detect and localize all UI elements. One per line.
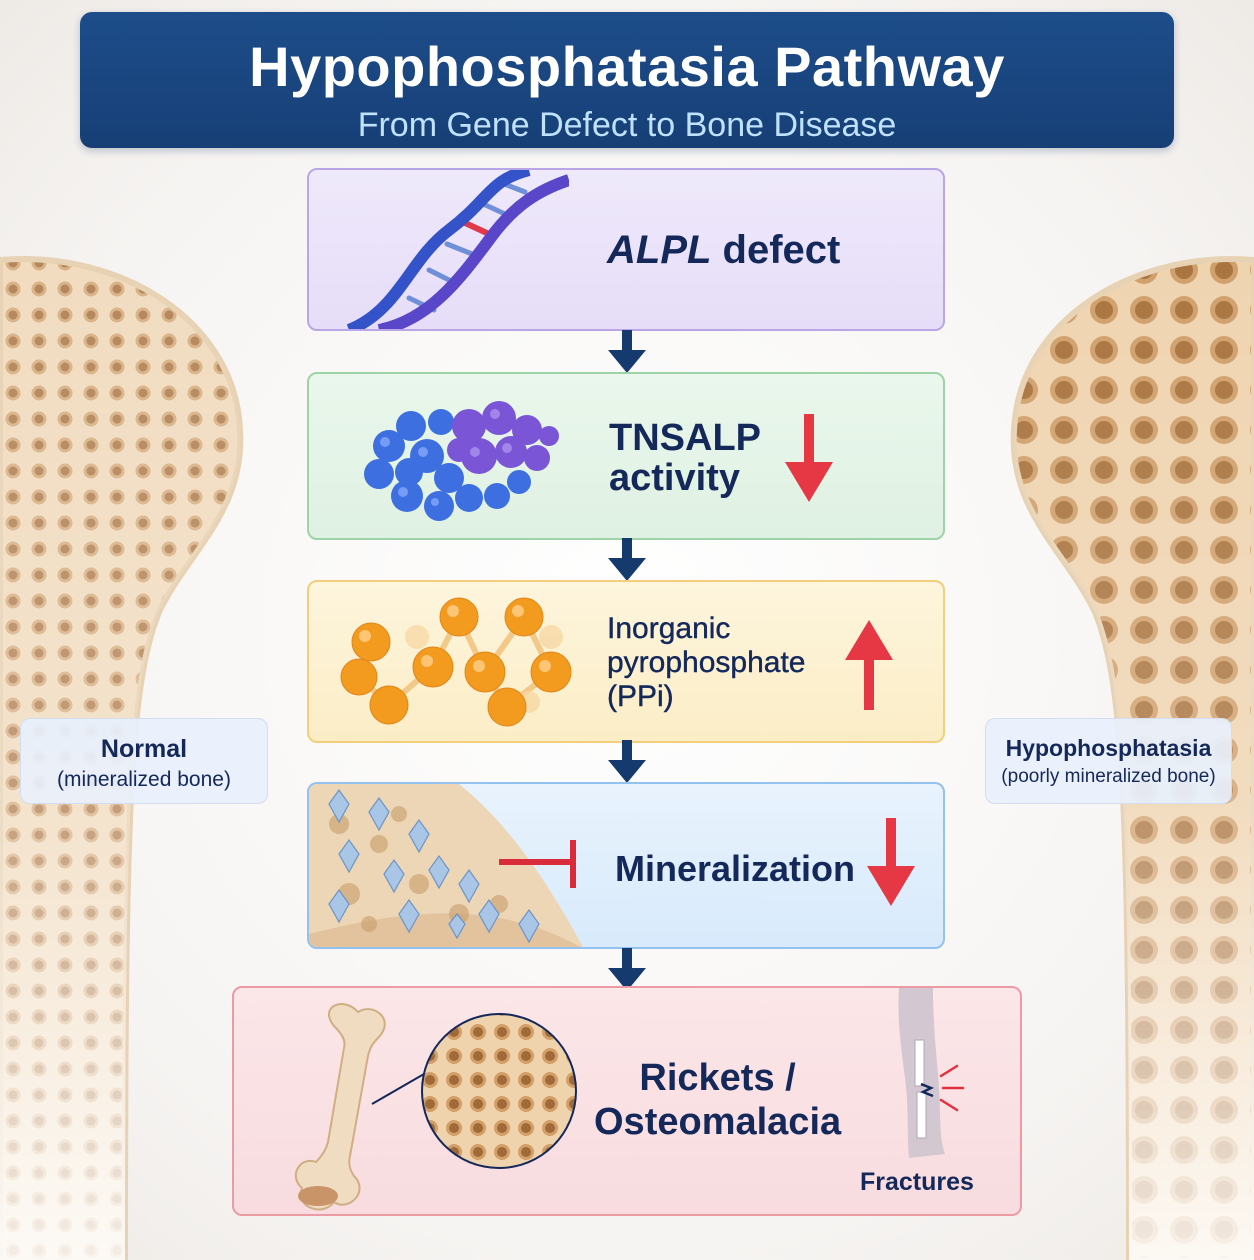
normal-bone-title: Normal: [100, 735, 188, 763]
decrease-arrow-icon: [867, 818, 915, 906]
flow-arrow-4: [606, 948, 648, 992]
step-rickets-label: Rickets /Osteomalacia: [594, 1057, 842, 1143]
decrease-arrow-icon: [785, 414, 833, 502]
title-banner: Hypophosphatasia Pathway From Gene Defec…: [80, 12, 1174, 148]
fractures-label: Fractures: [860, 1168, 974, 1196]
flow-arrow-1: [606, 330, 648, 374]
crystal-bone-matrix-icon: [309, 784, 583, 947]
step-mineralization: Mineralization: [307, 782, 945, 949]
normal-bone-subtitle: (mineralized bone): [57, 768, 231, 791]
flow-arrow-2: [606, 538, 648, 582]
bone-and-fracture-icon: [295, 1003, 577, 1211]
step-rickets-osteomalacia: Rickets /Osteomalacia Fractures: [232, 986, 1022, 1216]
step-alpl-defect: ALPL defect: [307, 168, 945, 331]
hypophosphatasia-bone-subtitle: (poorly mineralized bone): [1001, 766, 1216, 787]
page-title: Hypophosphatasia Pathway: [249, 35, 1005, 98]
ppi-molecule-icon: [340, 597, 572, 727]
page-subtitle: From Gene Defect to Bone Disease: [357, 106, 897, 144]
step-mineralization-label: Mineralization: [615, 848, 856, 889]
protein-molecule-icon: [364, 401, 559, 521]
normal-bone-label: Normal (mineralized bone): [20, 718, 268, 804]
increase-arrow-icon: [845, 620, 893, 710]
hypophosphatasia-bone-label: Hypophosphatasia (poorly mineralized bon…: [985, 718, 1232, 804]
step-alpl-label: ALPL defect: [607, 228, 841, 272]
hypophosphatasia-bone-title: Hypophosphatasia: [1005, 735, 1212, 761]
leg-fracture-icon: [898, 988, 965, 1158]
flow-arrow-3: [606, 740, 648, 784]
dna-icon: [346, 170, 569, 329]
